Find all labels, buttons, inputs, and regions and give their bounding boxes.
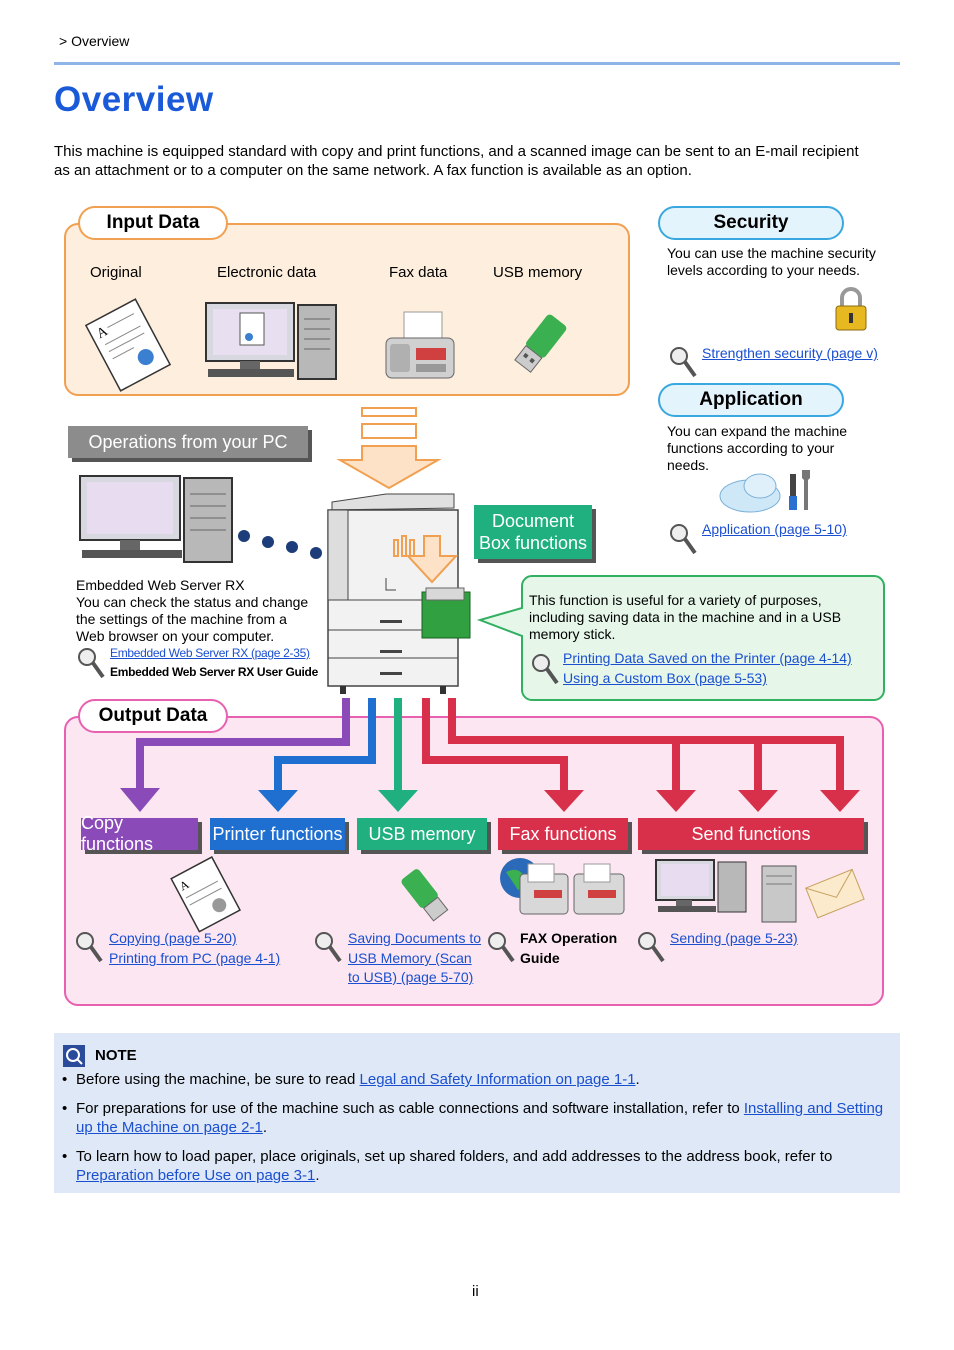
magnifier-icon xyxy=(670,347,697,378)
magnifier-icon xyxy=(638,932,665,963)
send-functions-button: Send functions xyxy=(638,818,864,850)
note-icon xyxy=(63,1045,85,1067)
note-item-1-pre: Before using the machine, be sure to rea… xyxy=(76,1071,360,1088)
magnifier-icon xyxy=(670,524,697,555)
magnifier-icon xyxy=(76,932,103,963)
fax-machine-icon xyxy=(385,311,455,379)
pc-text-line-2: You can check the status and change xyxy=(76,594,309,610)
magnifier-icon xyxy=(315,932,342,963)
legal-safety-link[interactable]: Legal and Safety Information on page 1-1 xyxy=(359,1071,636,1088)
cloud-tools-icon xyxy=(719,470,810,513)
page-title: Overview xyxy=(54,80,214,119)
security-text: You can use the machine security levels … xyxy=(667,245,876,278)
embedded-web-server-guide: Embedded Web Server RX User Guide xyxy=(110,665,318,679)
application-link[interactable]: Application (page 5-10) xyxy=(702,521,847,537)
fax-functions-button: Fax functions xyxy=(498,818,628,850)
embedded-web-server-link[interactable]: Embedded Web Server RX (page 2-35) xyxy=(110,646,310,660)
note-item-3-post: . xyxy=(315,1167,320,1184)
application-text: You can expand the machine functions acc… xyxy=(667,423,848,473)
pc-text-line-3: the settings of the machine from a xyxy=(76,611,287,627)
document-box-heading: Document Box functions xyxy=(474,505,592,559)
page-number: ii xyxy=(472,1283,479,1300)
usb-memory-button: USB memory xyxy=(357,818,487,850)
computer-icon xyxy=(205,302,337,380)
note-item-2: For preparations for use of the machine … xyxy=(76,1099,888,1137)
note-bullet: • xyxy=(62,1100,68,1117)
application-heading: Application xyxy=(658,383,844,417)
breadcrumb[interactable]: > Overview xyxy=(59,33,130,49)
sending-link[interactable]: Sending (page 5-23) xyxy=(670,930,798,946)
document-box-heading-line1: Document xyxy=(491,511,575,531)
note-item-1-post: . xyxy=(635,1071,640,1088)
saving-documents-link-line3[interactable]: to USB) (page 5-70) xyxy=(348,969,474,985)
note-box xyxy=(54,1033,900,1193)
magnifier-icon xyxy=(532,654,559,685)
printing-from-pc-link[interactable]: Printing from PC (page 4-1) xyxy=(109,950,281,966)
multifunction-printer-icon xyxy=(327,493,471,694)
saving-documents-link-line1[interactable]: Saving Documents to xyxy=(348,930,482,946)
usb-memory-icon xyxy=(514,314,567,373)
note-item-3: To learn how to load paper, place origin… xyxy=(76,1147,888,1185)
header-divider xyxy=(54,62,900,65)
pc-text-line-4: Web browser on your computer. xyxy=(76,628,275,644)
input-data-heading: Input Data xyxy=(78,206,228,240)
preparation-link[interactable]: Preparation before Use on page 3-1 xyxy=(76,1167,316,1184)
copying-link[interactable]: Copying (page 5-20) xyxy=(109,930,237,946)
document-box-callout xyxy=(476,575,885,701)
note-item-1: Before using the machine, be sure to rea… xyxy=(76,1070,886,1089)
output-data-heading: Output Data xyxy=(78,699,228,733)
installing-setup-link[interactable]: Installing and Setting up the Machine on… xyxy=(76,1100,884,1136)
custom-box-link[interactable]: Using a Custom Box (page 5-53) xyxy=(563,670,767,686)
input-electronic-label: Electronic data xyxy=(217,264,317,281)
note-item-3-pre: To learn how to load paper, place origin… xyxy=(76,1148,833,1165)
padlock-icon xyxy=(835,287,867,331)
note-heading: NOTE xyxy=(95,1047,137,1064)
fax-output-icon xyxy=(500,858,625,915)
printing-data-saved-link[interactable]: Printing Data Saved on the Printer (page… xyxy=(563,650,852,666)
strengthen-security-link[interactable]: Strengthen security (page v) xyxy=(702,345,878,361)
usb-output-icon xyxy=(401,869,449,922)
note-bullet: • xyxy=(62,1148,68,1165)
document-box-heading-line2: Box functions xyxy=(478,533,588,553)
note-bullet: • xyxy=(62,1071,68,1088)
output-data-panel xyxy=(64,716,884,1006)
input-fax-label: Fax data xyxy=(389,264,448,281)
printer-functions-button: Printer functions xyxy=(210,818,345,850)
output-flow-arrows xyxy=(120,698,860,812)
fax-guide-line2: Guide xyxy=(520,950,560,966)
saving-documents-link-line2[interactable]: USB Memory (Scan xyxy=(348,950,472,966)
document-box-text: This function is useful for a variety of… xyxy=(529,592,842,642)
copy-functions-button: Copy functions xyxy=(81,813,198,854)
pc-computer-icon xyxy=(79,475,322,563)
input-flow-arrow xyxy=(336,407,442,490)
magnifier-icon xyxy=(78,648,105,679)
note-item-2-pre: For preparations for use of the machine … xyxy=(76,1100,744,1117)
document-icon: A xyxy=(84,298,172,392)
note-item-2-post: . xyxy=(262,1119,267,1136)
pc-text-line-1: Embedded Web Server RX xyxy=(76,577,245,593)
security-heading: Security xyxy=(658,206,844,240)
input-usb-label: USB memory xyxy=(493,264,583,281)
fax-guide-line1: FAX Operation xyxy=(520,930,618,946)
send-output-icons xyxy=(655,859,865,923)
input-original-label: Original xyxy=(90,264,142,281)
copy-document-icon: A xyxy=(170,856,241,933)
operations-from-pc-heading: Operations from your PC xyxy=(68,426,308,458)
magnifier-icon xyxy=(488,932,515,963)
intro-paragraph: This machine is equipped standard with c… xyxy=(54,143,859,179)
